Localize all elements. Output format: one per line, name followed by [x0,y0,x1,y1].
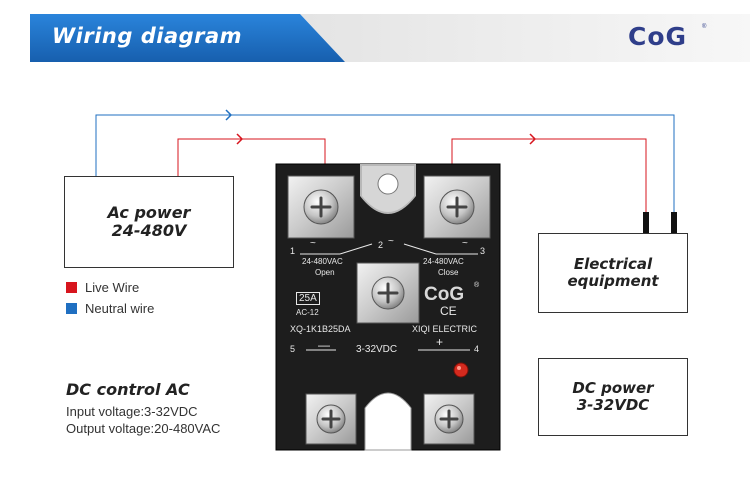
neutral-arrow [225,109,233,121]
input-voltage: Input voltage:3-32VDC [66,404,198,419]
equipment-label-line2: equipment [567,272,659,290]
header-banner: Wiring diagram CoG ® [0,0,750,62]
switch-symbol [300,243,478,255]
relay-dc-range: 3-32VDC [356,344,398,355]
ac-power-box: Ac power 24-480V [64,176,234,268]
relay-tilde-1: ~ [310,238,316,249]
live-wire-right [451,138,647,212]
live-wire-left [177,138,326,176]
banner-background [30,14,750,62]
relay-ce-mark: CE [440,304,457,318]
ac-power-voltage: 24-480V [111,221,187,240]
dc-power-voltage: 3-32VDC [576,396,650,414]
relay-brand-trademark: ® [474,282,480,289]
neutral-wire-swatch [66,303,77,314]
banner-title: Wiring diagram [52,24,243,48]
relay-left-state: Open [315,268,335,277]
ac-power-label: Ac power [107,202,191,222]
relay-tilde-3: ~ [462,238,468,249]
relay-terminal-5: 5 [290,344,296,354]
relay-rating-sub: AC-12 [296,308,319,317]
relay-right-range: 24-480VAC [423,257,464,266]
relay-terminal-1: 1 [290,246,296,256]
relay-brand-logo: CoG [424,284,465,305]
brand-trademark: ® [702,24,707,30]
top-mounting-hole [377,173,399,195]
relay-terminal-4: 4 [474,344,480,354]
legend-neutral-label: Neutral wire [85,301,155,316]
bottom-mounting-slot [364,392,412,451]
relay-right-state: Close [438,268,459,277]
equipment-label-line1: Electrical [573,254,653,273]
relay-minus: — [318,338,330,352]
relay-tilde-2: ~ [388,236,394,247]
relay-terminal-2: 2 [378,240,384,250]
live-arrow-left [236,133,244,145]
dc-power-label: DC power [572,378,654,397]
live-wire-swatch [66,282,77,293]
live-arrow-right [529,133,537,145]
output-voltage: Output voltage:20-480VAC [66,421,221,436]
electrical-equipment-box: Electrical equipment [538,233,688,313]
relay-left-range: 24-480VAC [302,257,343,266]
relay-rating: 25A [296,292,320,305]
dc-control-title: DC control AC [66,380,190,399]
relay-terminal-3: 3 [480,246,486,256]
neutral-wire [95,114,675,212]
brand-logo: CoG [628,22,688,51]
legend-live: Live Wire [66,280,139,295]
indicator-led-icon [453,362,469,378]
relay-model: XQ-1K1B25DA [290,324,351,334]
equipment-plug-pin-left [643,212,649,234]
relay-plus: + [436,335,444,349]
legend-live-label: Live Wire [85,280,140,295]
relay-maker: XIQI ELECTRIC [412,324,478,334]
legend-neutral: Neutral wire [66,301,154,316]
equipment-plug-pin-right [671,212,677,234]
dc-power-box: DC power 3-32VDC [538,358,688,436]
